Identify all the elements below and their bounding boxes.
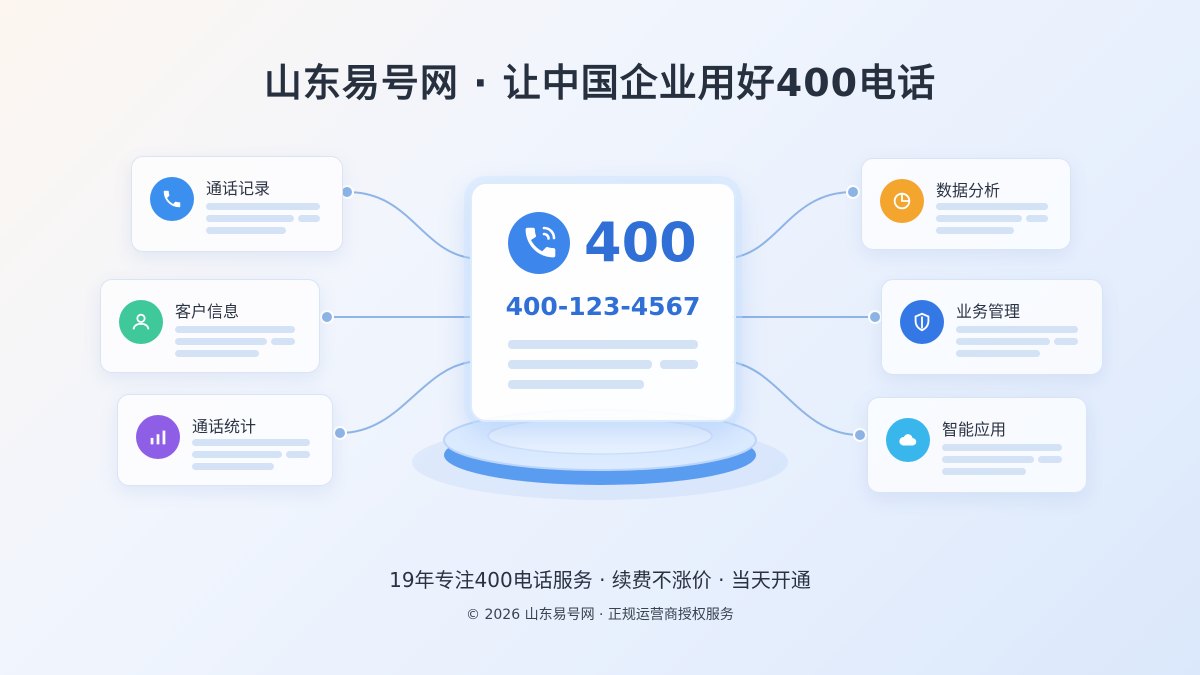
connector-dot	[333, 426, 347, 440]
placeholder-bar	[660, 360, 698, 369]
connector-dot	[868, 310, 882, 324]
footer-copyright: © 2026 山东易号网 · 正规运营商授权服务	[466, 607, 734, 623]
feature-label: 智能应用	[942, 420, 1007, 439]
placeholder-bar	[206, 215, 294, 222]
feature-card-smart-app[interactable]: 智能应用	[867, 397, 1087, 493]
feature-card-data-analysis[interactable]: 数据分析	[861, 158, 1071, 250]
phone-ringing-icon	[508, 212, 570, 274]
cloud-icon	[886, 418, 930, 462]
feature-card-call-stats[interactable]: 通话统计	[117, 394, 333, 486]
placeholder-bar	[508, 380, 644, 389]
connector-right-1	[731, 191, 854, 259]
feature-label: 业务管理	[956, 302, 1021, 321]
placeholder-bar	[286, 451, 310, 458]
placeholder-bar	[175, 338, 267, 345]
center-phone-card: 400 400-123-4567	[470, 182, 736, 422]
center-phone-number: 400-123-4567	[505, 292, 701, 321]
placeholder-bar	[271, 338, 295, 345]
bar-chart-icon	[136, 415, 180, 459]
placeholder-bar	[508, 340, 698, 349]
placeholder-bar	[936, 203, 1048, 210]
placeholder-bar	[1038, 456, 1062, 463]
feature-label: 通话统计	[192, 417, 257, 436]
feature-label: 通话记录	[206, 179, 271, 198]
placeholder-bar	[508, 360, 652, 369]
placeholder-bar	[936, 227, 1014, 234]
placeholder-bar	[956, 326, 1078, 333]
placeholder-bar	[206, 227, 286, 234]
feature-label: 数据分析	[936, 181, 1001, 200]
platform-base	[412, 409, 788, 500]
shield-icon	[900, 300, 944, 344]
placeholder-bar	[936, 215, 1022, 222]
page-title: 山东易号网 · 让中国企业用好400电话	[263, 61, 937, 105]
placeholder-bar	[1054, 338, 1078, 345]
placeholder-bar	[298, 215, 320, 222]
feature-card-business-mgmt[interactable]: 业务管理	[881, 279, 1103, 375]
slogan: 19年专注400电话服务 · 续费不涨价 · 当天开通	[389, 568, 811, 592]
feature-label: 客户信息	[175, 302, 240, 321]
pie-chart-icon	[880, 179, 924, 223]
connector-right-3	[731, 361, 861, 436]
feature-card-call-log[interactable]: 通话记录	[131, 156, 343, 252]
placeholder-bar	[192, 451, 282, 458]
placeholder-bar	[942, 456, 1034, 463]
placeholder-bar	[956, 338, 1050, 345]
placeholder-bar	[956, 350, 1040, 357]
connector-dot	[853, 428, 867, 442]
placeholder-bar	[175, 326, 295, 333]
placeholder-bar	[942, 468, 1026, 475]
placeholder-bar	[192, 439, 310, 446]
connector-left-1	[346, 191, 471, 259]
connector-dot	[320, 310, 334, 324]
placeholder-bar	[192, 463, 274, 470]
placeholder-bar	[1026, 215, 1048, 222]
placeholder-bar	[175, 350, 259, 357]
feature-card-customer-info[interactable]: 客户信息	[100, 279, 320, 373]
connector-left-3	[339, 361, 471, 434]
placeholder-bar	[206, 203, 320, 210]
center-400-label: 400	[584, 211, 697, 274]
phone-icon	[150, 177, 194, 221]
placeholder-bar	[942, 444, 1062, 451]
connector-dot	[846, 185, 860, 199]
user-icon	[119, 300, 163, 344]
